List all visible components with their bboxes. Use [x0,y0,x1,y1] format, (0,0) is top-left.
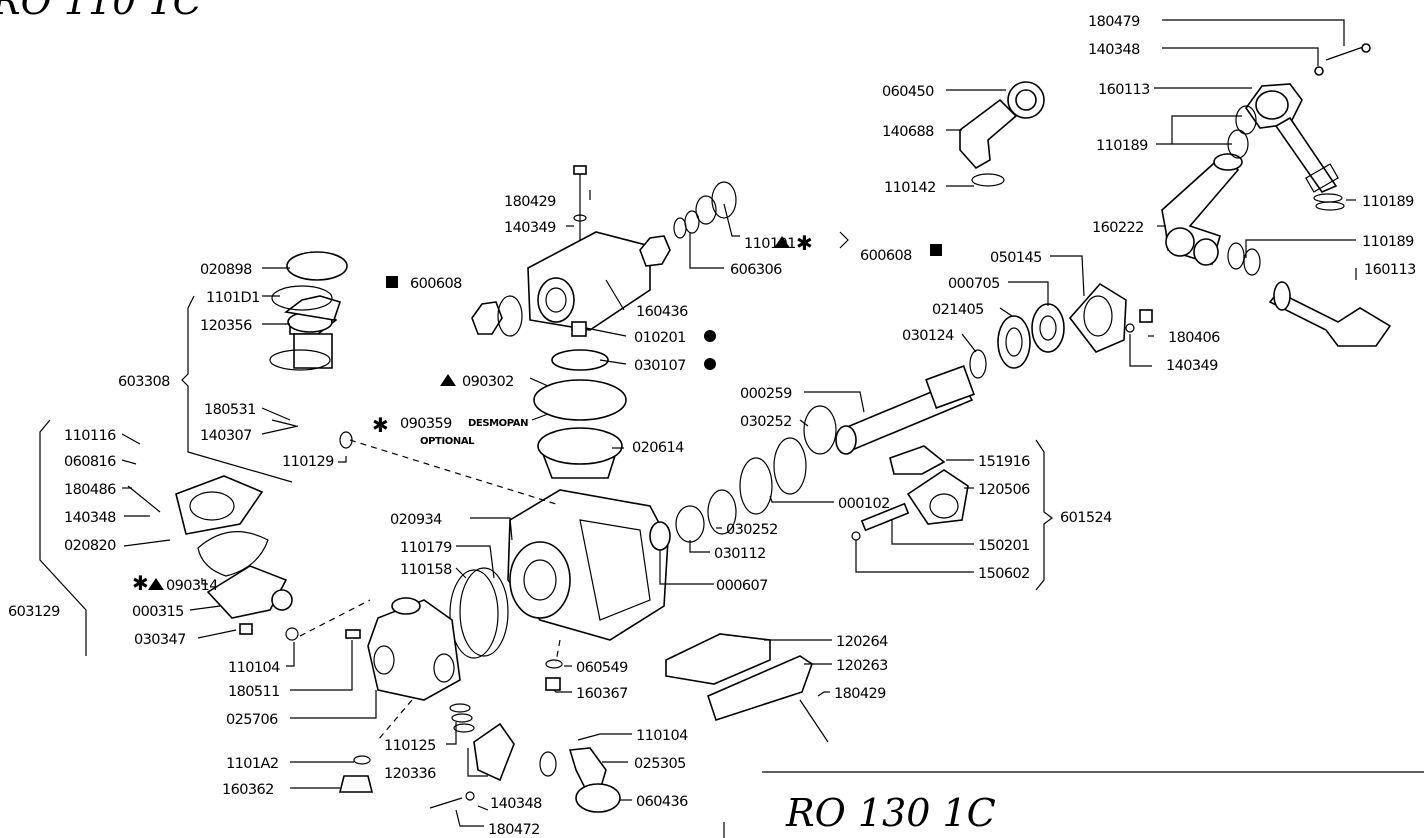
part-label: 140349 [1166,358,1218,374]
part-label: 030124 [902,328,954,344]
parts-artwork [127,43,1392,813]
part-label: 000607 [716,578,768,594]
part-label: 010201 [634,330,686,346]
triangle-icon [440,374,456,386]
asterisk-icon: ✱ [132,571,148,595]
part-label: 180486 [64,482,116,498]
part-label: 160436 [636,304,688,320]
part-label: 120356 [200,318,252,334]
part-label: 030107 [634,358,686,374]
part-label: 030252 [740,414,792,430]
part-label: 110189 [1362,194,1414,210]
part-label: 160222 [1092,220,1144,236]
part-label: 020898 [200,262,252,278]
part-label: 180406 [1168,330,1220,346]
part-label: 090302 [462,374,514,390]
part-label: 160113 [1098,82,1150,98]
part-label: 110179 [400,540,452,556]
part-label: 140688 [882,124,934,140]
part-label: 180472 [488,822,540,838]
part-label: 110101 [744,236,796,252]
part-label: 140307 [200,428,252,444]
part-label: 110158 [400,562,452,578]
circle-icon [704,330,716,342]
part-label: 180479 [1088,14,1140,30]
part-label: 160362 [222,782,274,798]
optional-note: OPTIONAL [420,436,475,447]
part-label: 030112 [714,546,766,562]
title-top: RO 110 1C [0,0,202,23]
part-label: 110189 [1096,138,1148,154]
part-label: 120264 [836,634,888,650]
part-label: 050145 [990,250,1042,266]
part-label: 180429 [834,686,886,702]
part-label: 110125 [384,738,436,754]
part-label: 020614 [632,440,684,456]
part-label: 060816 [64,454,116,470]
part-label: 110189 [1362,234,1414,250]
part-label: 140348 [1088,42,1140,58]
part-label: 1101A2 [226,756,278,772]
part-label: 120336 [384,766,436,782]
part-label: 060436 [636,794,688,810]
legend-symbols: ✱ ✱ ✱ [132,231,942,595]
part-label: 030252 [726,522,778,538]
part-label: 160113 [1364,262,1416,278]
part-label: 1101D1 [206,290,260,306]
part-label: 020820 [64,538,116,554]
part-label: 120506 [978,482,1030,498]
part-label: 025706 [226,712,278,728]
part-label: 151916 [978,454,1030,470]
square-icon [930,244,942,256]
part-label: 140349 [504,220,556,236]
part-label: 150602 [978,566,1030,582]
part-label: 110129 [282,454,334,470]
part-label: 600608 [860,248,912,264]
part-label: 060450 [882,84,934,100]
part-label: 020934 [390,512,442,528]
part-label: 160367 [576,686,628,702]
asterisk-icon: ✱ [372,413,388,437]
part-label: 090314 [166,578,218,594]
part-label: 030347 [134,632,186,648]
part-label: 000102 [838,496,890,512]
leader-lines [39,19,1357,827]
part-label: 060549 [576,660,628,676]
square-icon [386,276,398,288]
part-label: 110104 [636,728,688,744]
part-label: 140348 [64,510,116,526]
part-label: 601524 [1060,510,1112,526]
part-label: 150201 [978,538,1030,554]
asterisk-icon: ✱ [796,231,812,255]
part-label: 110104 [228,660,280,676]
part-label: 025305 [634,756,686,772]
desmopan-note: DESMOPAN [468,418,528,429]
part-label: 603308 [118,374,170,390]
part-label: 180531 [204,402,256,418]
part-number-labels: 180479 140348 160113 060450 140688 11018… [8,14,1417,838]
part-label: 120263 [836,658,888,674]
triangle-icon [774,236,790,248]
part-label: 606306 [730,262,782,278]
part-label: 000315 [132,604,184,620]
part-label: 603129 [8,604,60,620]
part-label: 110142 [884,180,936,196]
part-label: 000259 [740,386,792,402]
title-bottom: RO 130 1C [785,791,996,835]
part-label: 600608 [410,276,462,292]
part-label: 140348 [490,796,542,812]
part-label: 110116 [64,428,116,444]
part-label: 180429 [504,194,556,210]
triangle-icon [148,578,164,590]
assembly-guides [299,439,561,741]
part-label: 021405 [932,302,984,318]
part-label: 000705 [948,276,1000,292]
part-label: 090359 [400,416,452,432]
part-label: 180511 [228,684,280,700]
circle-icon [704,358,716,370]
